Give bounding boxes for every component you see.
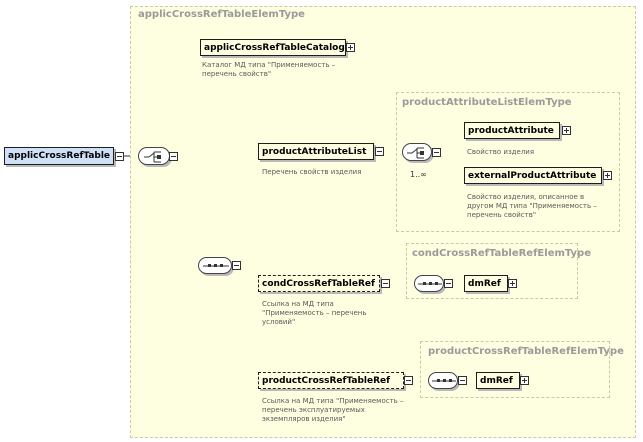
dmref2-element[interactable]: dmRef (476, 372, 520, 389)
dmref1-element[interactable]: dmRef (464, 275, 508, 292)
cond-sequence-compositor-icon[interactable] (414, 275, 444, 292)
product-attribute-element[interactable]: productAttribute (464, 122, 560, 139)
product-attribute-label: productAttribute (468, 126, 554, 136)
attr-list-doc: Перечень свойств изделия (262, 168, 362, 176)
prod-ref-doc: Ссылка на МД типа "Применяемость – переч… (262, 397, 404, 424)
attr-list-collapse-icon[interactable] (375, 147, 384, 156)
product-attribute-expand-icon[interactable] (562, 126, 571, 135)
external-attribute-doc-line3: перечень свойств" (467, 211, 537, 219)
prod-sequence-collapse-icon[interactable] (458, 376, 467, 385)
type-title-cond: condCrossRefTableRefElemType (412, 248, 591, 259)
prod-ref-doc-line2: перечень эксплуатируемых (262, 406, 365, 414)
choice2-symbol-icon (407, 147, 424, 159)
prod-ref-element[interactable]: productCrossRefTableRef (258, 372, 404, 389)
cond-ref-doc-line3: условий" (262, 318, 296, 326)
external-attribute-doc-line1: Свойство изделия, описанное в (467, 193, 585, 201)
catalog-doc-line1: Каталог МД типа "Применяемость – (202, 61, 336, 69)
dmref1-expand-icon[interactable] (508, 279, 517, 288)
dmref1-label: dmRef (468, 279, 501, 289)
cond-ref-doc: Ссылка на МД типа "Применяемость – переч… (262, 300, 367, 327)
attr-list-element[interactable]: productAttributeList (258, 143, 374, 160)
sequence-compositor-icon[interactable] (198, 257, 232, 274)
type-title-applic: applicCrossRefTableElemType (138, 9, 305, 20)
external-attribute-expand-icon[interactable] (603, 171, 612, 180)
occurrence-label: 1..∞ (410, 170, 427, 179)
catalog-doc: Каталог МД типа "Применяемость – перечен… (202, 61, 335, 79)
catalog-element[interactable]: applicCrossRefTableCatalog (200, 39, 346, 56)
prod-sequence-compositor-icon[interactable] (428, 372, 458, 389)
sequence-symbol-icon (203, 264, 229, 267)
product-attribute-doc: Свойство изделия (467, 148, 535, 156)
catalog-doc-line2: перечень свойств" (202, 70, 272, 78)
cond-sequence-collapse-icon[interactable] (444, 279, 453, 288)
external-attribute-element[interactable]: externalProductAttribute (464, 167, 602, 184)
prod-ref-collapse-icon[interactable] (404, 376, 413, 385)
prod-ref-doc-line3: экземпляров изделия" (262, 415, 346, 423)
dmref2-expand-icon[interactable] (520, 376, 529, 385)
choice-symbol-icon (144, 151, 161, 163)
prod-ref-doc-line1: Ссылка на МД типа "Применяемость – (262, 397, 404, 405)
type-box-attr-list (396, 92, 620, 232)
external-attribute-doc-line2: другом МД типа "Применяемость – (467, 202, 597, 210)
root-collapse-icon[interactable] (115, 152, 124, 161)
catalog-element-label: applicCrossRefTableCatalog (204, 43, 345, 53)
cond-ref-doc-line2: "Применяемость – перечень (262, 309, 367, 317)
dmref2-label: dmRef (480, 376, 513, 386)
choice-compositor-icon[interactable] (138, 147, 170, 165)
prod-ref-label: productCrossRefTableRef (262, 376, 391, 386)
cond-ref-element[interactable]: condCrossRefTableRef (258, 275, 380, 292)
cond-sequence-symbol-icon (418, 282, 442, 285)
choice2-compositor-icon[interactable] (402, 143, 432, 161)
choice2-collapse-icon[interactable] (432, 148, 441, 157)
sequence-collapse-icon[interactable] (232, 261, 241, 270)
choice-collapse-icon[interactable] (169, 152, 178, 161)
root-element-label: applicCrossRefTable (8, 151, 111, 161)
cond-ref-doc-line1: Ссылка на МД типа (262, 300, 334, 308)
attr-list-element-label: productAttributeList (262, 147, 367, 157)
external-attribute-doc: Свойство изделия, описанное в другом МД … (467, 193, 597, 220)
cond-ref-collapse-icon[interactable] (381, 279, 390, 288)
prod-sequence-symbol-icon (432, 379, 456, 382)
root-element[interactable]: applicCrossRefTable (4, 147, 114, 165)
cond-ref-label: condCrossRefTableRef (262, 279, 375, 289)
external-attribute-label: externalProductAttribute (468, 171, 597, 181)
catalog-expand-icon[interactable] (346, 43, 355, 52)
type-title-prod: productCrossRefTableRefElemType (428, 346, 624, 357)
type-title-attr-list: productAttributeListElemType (402, 97, 572, 108)
